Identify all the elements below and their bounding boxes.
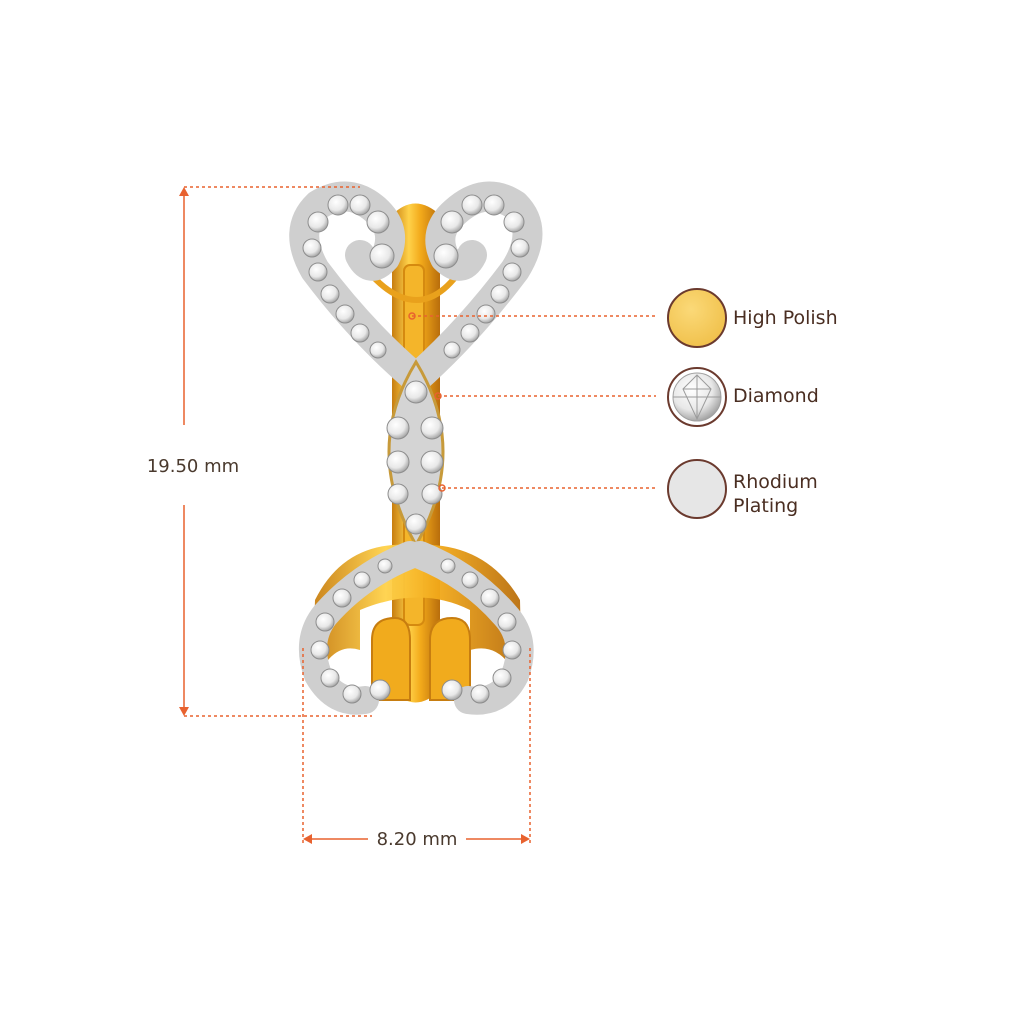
legend-label-high-polish: High Polish — [733, 307, 838, 329]
height-dimension — [179, 186, 372, 717]
earring-illustration — [289, 181, 543, 715]
callout-leaders — [412, 315, 656, 489]
width-dimension — [302, 648, 531, 845]
gold-swatch-icon — [667, 288, 727, 348]
legend-label-diamond: Diamond — [733, 385, 819, 407]
lower-heart-setting — [298, 541, 534, 715]
gold-loop-right — [429, 616, 471, 701]
height-arrow-top — [179, 187, 189, 196]
diamond-swatch-icon — [667, 367, 727, 427]
callout-anchor-dots — [408, 312, 446, 492]
width-arrow-left — [303, 834, 312, 844]
width-arrow-right — [521, 834, 530, 844]
legend-label-rhodium: Rhodium Plating — [733, 470, 818, 518]
legend-label-rhodium-line2: Plating — [733, 495, 799, 517]
rhodium-swatch-icon — [667, 459, 727, 519]
height-arrow-bottom — [179, 707, 189, 716]
width-dimension-label: 8.20 mm — [377, 829, 458, 850]
legend-swatches — [667, 288, 727, 519]
height-dimension-label: 19.50 mm — [147, 456, 239, 477]
gold-loop-left — [371, 616, 411, 701]
legend-label-rhodium-line1: Rhodium — [733, 471, 818, 493]
diamond-stones — [302, 194, 530, 704]
